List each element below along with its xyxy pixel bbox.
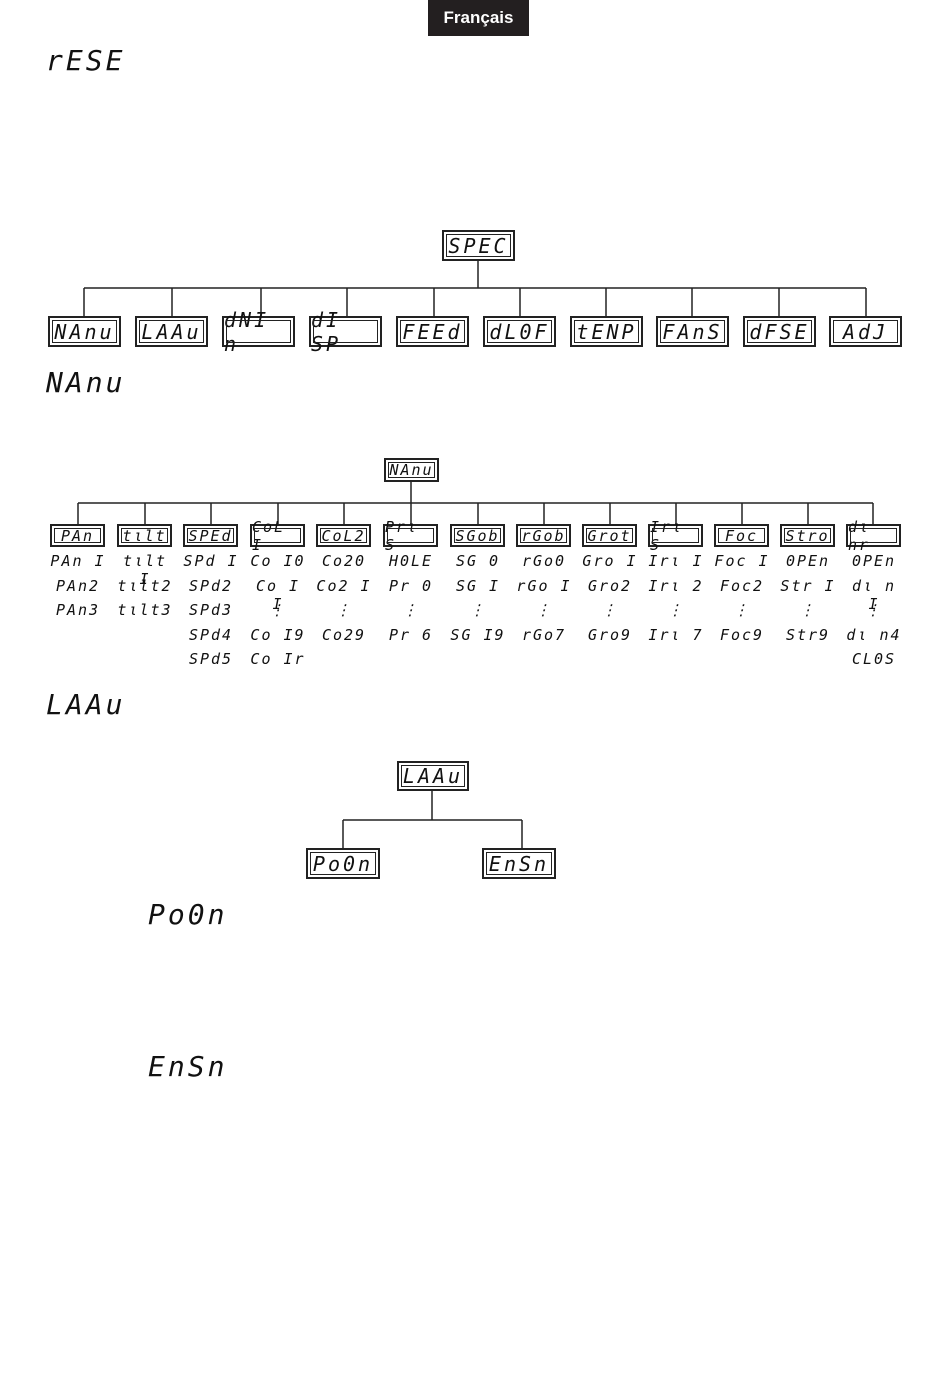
manu-sub-item: Co20 (321, 552, 367, 570)
manu-sub-item: Str I (780, 576, 836, 595)
manu-sub-item: SPd5 (188, 650, 234, 668)
section-heading-laau: LAAu (46, 688, 126, 721)
manu-sub-item: tιlt I (122, 552, 168, 588)
manu-sub-item: Pr 6 (388, 625, 434, 644)
continuation-dots: ⋮ (535, 601, 553, 619)
manu-column-box: SGob (450, 524, 505, 547)
manu-column-box: Irι S (648, 518, 703, 554)
manu-sub-item: Foc I (714, 552, 770, 570)
manu-sub-item: Str9 (785, 625, 831, 644)
manu-sub-item: Gro9 (587, 625, 633, 644)
manu-sub-item: Co I0 (250, 552, 306, 570)
continuation-dots: ⋮ (601, 601, 619, 619)
spec-child-box: NAnu (48, 316, 121, 347)
continuation-dots: ⋮ (469, 601, 487, 619)
continuation-dots: ⋮ (402, 601, 420, 619)
manu-sub-item: H0LE (388, 552, 434, 570)
manu-column-box: SPEd (183, 524, 238, 547)
manu-sub-item: rGo I (516, 576, 572, 595)
manu-column-box: Prι S (383, 518, 438, 554)
spec-child-box: LAAu (135, 316, 208, 347)
section-heading-poon: Po0n (148, 898, 228, 931)
manu-sub-item: dι n4 (846, 625, 902, 644)
manu-sub-item: PAn3 (55, 601, 101, 619)
section-heading-ensn: EnSn (148, 1050, 228, 1083)
spec-child-box: dI SP (309, 308, 382, 356)
continuation-dots: ⋮ (269, 601, 287, 619)
manu-sub-item: rGo0 (521, 552, 567, 570)
manu-sub-item: tιlt3 (117, 601, 173, 619)
manu-sub-item: Co I9 (250, 625, 306, 644)
spec-child-box: FAnS (656, 316, 729, 347)
manu-column-box: rGob (516, 524, 571, 547)
manu-sub-item: SG 0 (455, 552, 501, 570)
manu-column-box: CoL2 (316, 524, 371, 547)
laau-child-ensn-box: EnSn (482, 848, 556, 879)
section-heading-manu: NAnu (46, 366, 126, 399)
continuation-dots: ⋮ (335, 601, 353, 619)
manu-sub-item: SPd3 (188, 601, 234, 619)
manu-sub-item: Pr 0 (388, 576, 434, 595)
manu-sub-item: Foc2 (719, 576, 765, 595)
manu-sub-item: 0PEn (851, 552, 897, 570)
manu-sub-item: rGo7 (521, 625, 567, 644)
manu-sub-item: Irι I (648, 552, 704, 570)
manu-root-box: NAnu (384, 458, 439, 482)
language-badge: Français (428, 0, 529, 36)
spec-child-box: FEEd (396, 316, 469, 347)
continuation-dots: ⋮ (733, 601, 751, 619)
continuation-dots: ⋮ (799, 601, 817, 619)
manu-sub-item: Co I I (255, 576, 301, 613)
spec-child-box: tENP (570, 316, 643, 347)
spec-root-box: SPEC (442, 230, 515, 261)
manu-sub-item: SPd4 (188, 625, 234, 644)
manu-sub-item: Gro2 (587, 576, 633, 595)
continuation-dots: ⋮ (667, 601, 685, 619)
spec-child-box: AdJ (829, 316, 902, 347)
manu-sub-item: PAn I (50, 552, 106, 570)
spec-child-box: dL0F (483, 316, 556, 347)
manu-sub-item: SPd2 (188, 576, 234, 595)
manu-sub-item: 0PEn (785, 552, 831, 570)
manu-sub-item: Co2 I (316, 576, 372, 595)
section-heading-rese: rESE (46, 44, 126, 77)
manu-sub-item: Irι 2 (648, 576, 704, 595)
manu-sub-item: SPd I (183, 552, 239, 570)
spec-child-box: dFSE (743, 316, 816, 347)
manu-sub-item: tιlt2 (117, 576, 173, 595)
manu-sub-item: dι n I (851, 576, 897, 613)
manu-sub-item: Gro I (582, 552, 638, 570)
manu-sub-item: CL0S (851, 650, 897, 668)
manu-sub-item: Co29 (321, 625, 367, 644)
manu-sub-item: SG I (455, 576, 501, 595)
manu-column-box: Foc (714, 524, 769, 547)
laau-root-box: LAAu (397, 761, 469, 791)
manu-column-box: Grot (582, 524, 637, 547)
manu-sub-item: SG I9 (450, 625, 506, 644)
manu-column-box: CoL I (250, 518, 305, 554)
manu-column-box: tιlt (117, 524, 172, 547)
manu-sub-item: Irι 7 (648, 625, 704, 644)
manu-column-box: PAn (50, 524, 105, 547)
continuation-dots: ⋮ (865, 601, 883, 619)
laau-child-poon-box: Po0n (306, 848, 380, 879)
manu-sub-item: Foc9 (719, 625, 765, 644)
manu-sub-item: PAn2 (55, 576, 101, 595)
manu-column-box: Stro (780, 524, 835, 547)
spec-child-box: dNI n (222, 308, 295, 356)
manu-sub-item: Co Ir (250, 650, 306, 668)
manu-column-box: dι nr (846, 518, 901, 554)
